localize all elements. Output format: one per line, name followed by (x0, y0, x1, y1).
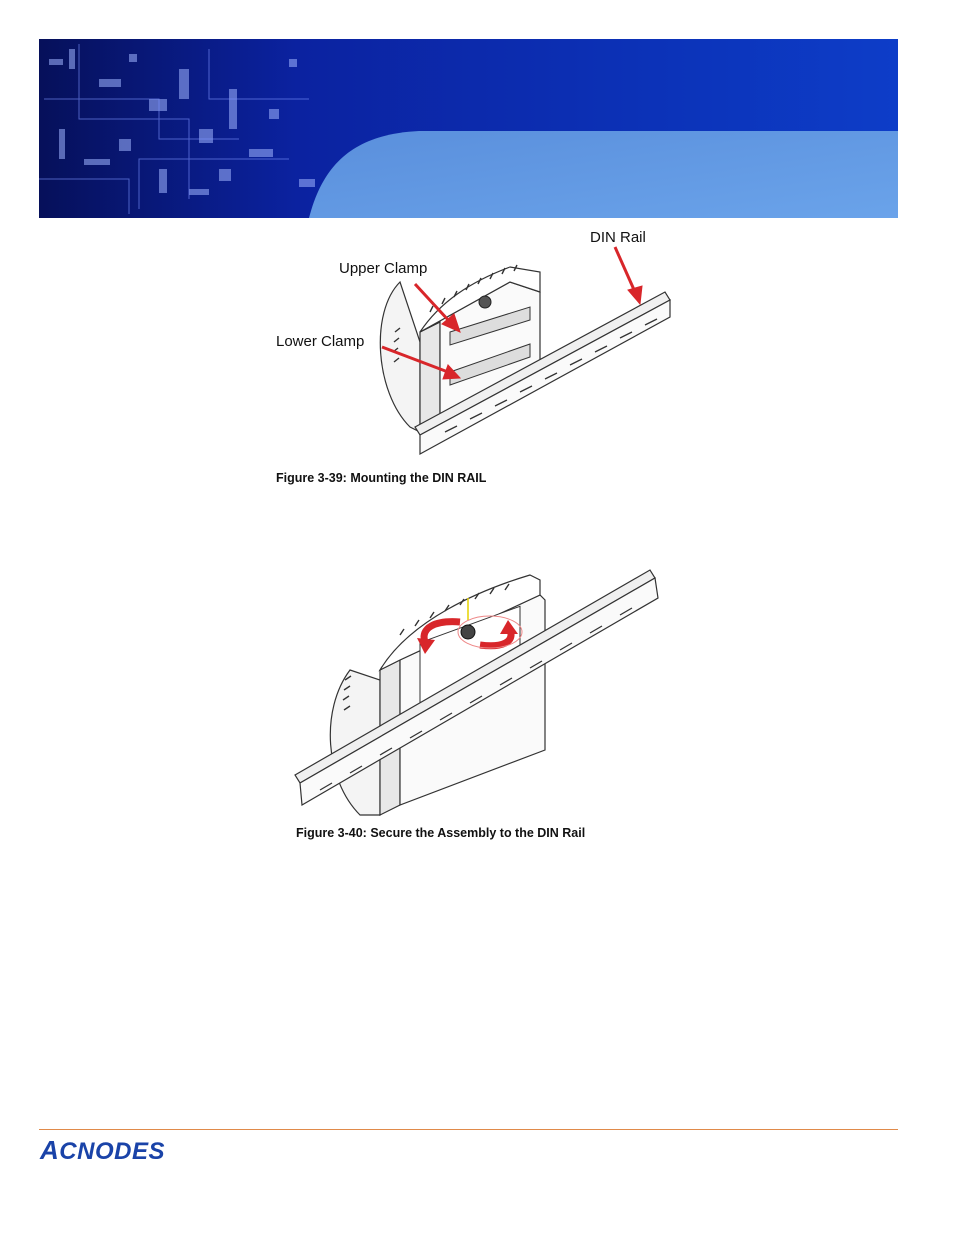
logo-first-letter: A (40, 1135, 60, 1165)
rotation-arrow-icon (417, 615, 523, 654)
logo-rest: CNODES (59, 1138, 165, 1165)
circuit-board-image (49, 49, 315, 195)
header-light-panel (309, 131, 898, 218)
din-rail-callout: DIN Rail (590, 229, 646, 246)
acnodes-logo: ACNODES (40, 1135, 165, 1166)
figure-caption-3-40: Figure 3-40: Secure the Assembly to the … (296, 826, 586, 840)
header-banner (39, 39, 898, 218)
figure-din-rail-mounting (379, 246, 671, 456)
lower-clamp-callout: Lower Clamp (276, 333, 365, 350)
upper-clamp-callout: Upper Clamp (339, 260, 428, 277)
figure-caption-3-39: Figure 3-39: Mounting the DIN RAIL (276, 471, 487, 485)
footer-rule (39, 1129, 898, 1130)
figure-secure-assembly (294, 569, 659, 816)
